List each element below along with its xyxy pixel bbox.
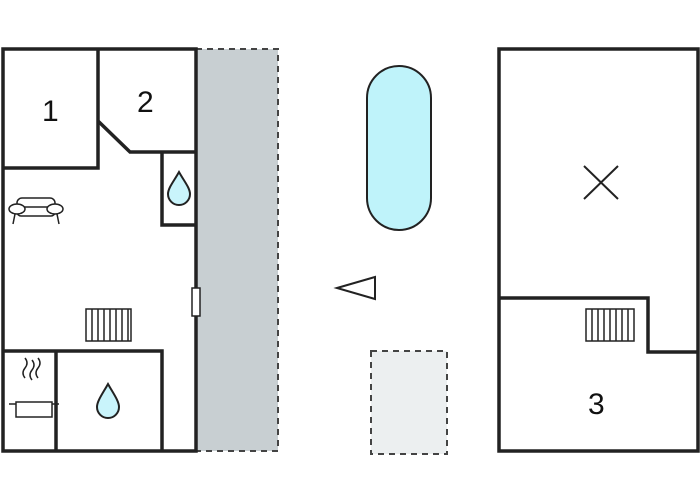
north-arrow-icon xyxy=(333,275,376,301)
radiator-icon xyxy=(85,308,132,342)
cross-mark-icon xyxy=(583,165,619,200)
sofa-icon xyxy=(8,197,64,225)
cooking-pot-icon xyxy=(9,357,59,418)
terrace-door xyxy=(191,287,201,317)
right-building-outline xyxy=(497,47,700,453)
outdoor-area xyxy=(370,350,448,455)
kitchen-bathroom-walls xyxy=(3,349,164,451)
room-3-walls xyxy=(499,296,698,354)
terrace-area xyxy=(195,48,279,452)
room-3-label: 3 xyxy=(588,388,605,421)
pool xyxy=(366,65,432,231)
radiator-icon xyxy=(585,308,635,342)
water-drop-icon xyxy=(166,169,192,206)
room-1-walls xyxy=(3,49,100,170)
bathroom-small-walls xyxy=(160,152,196,227)
room-2-walls xyxy=(96,119,196,154)
room-2-label: 2 xyxy=(137,86,154,119)
room-1-label: 1 xyxy=(42,95,59,128)
water-drop-icon xyxy=(95,381,121,419)
